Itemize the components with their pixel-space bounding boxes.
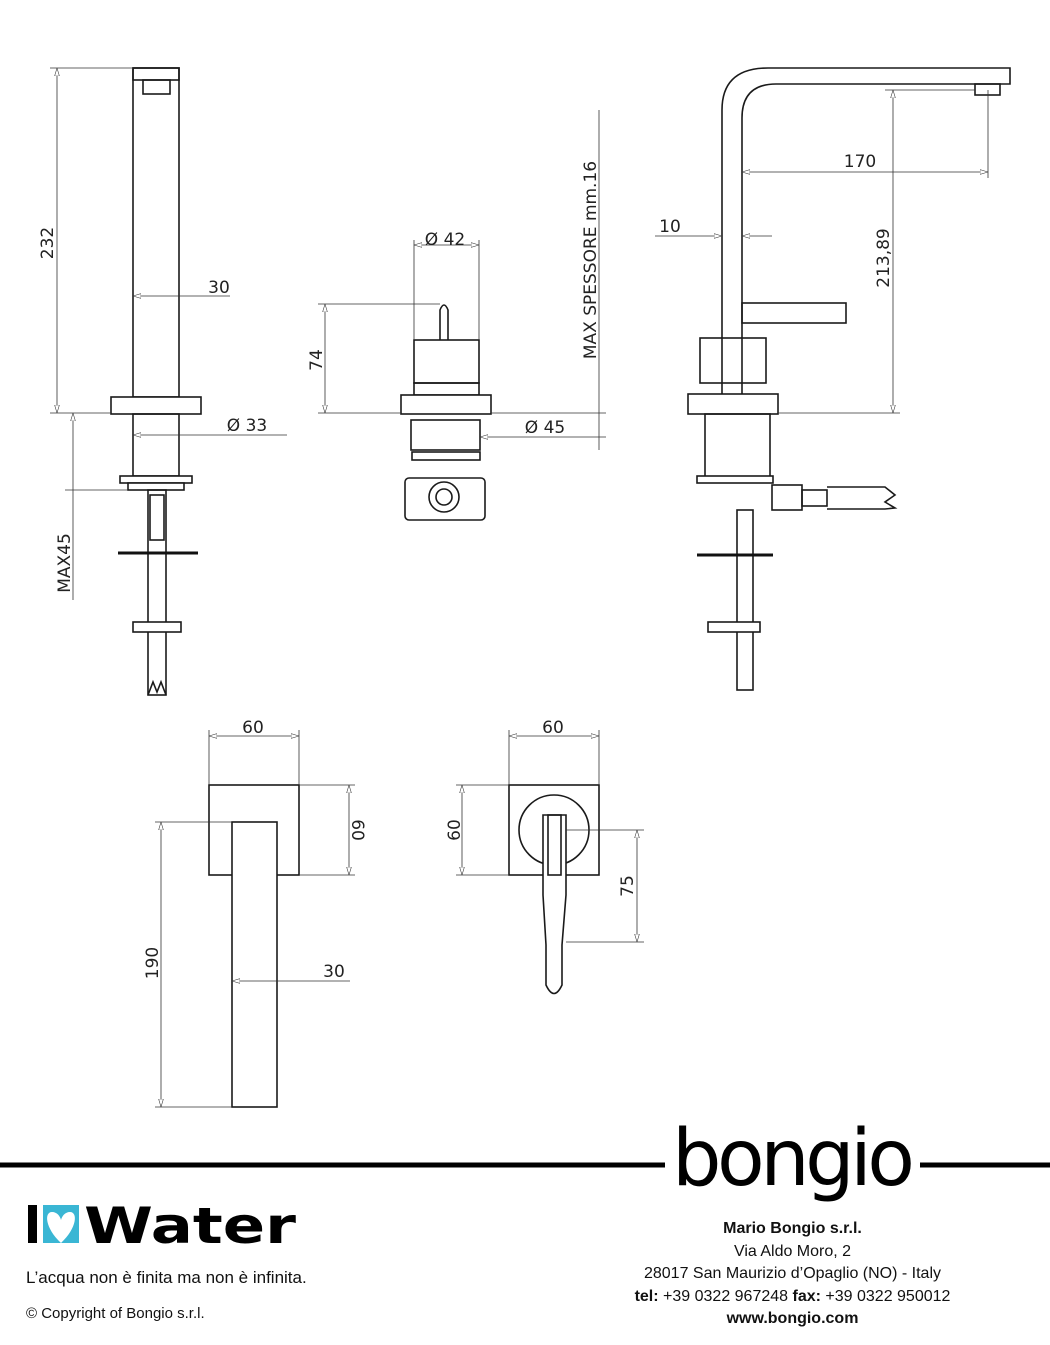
dim-front-base-dia: Ø 33 — [227, 416, 267, 436]
dim-top1-spout-width: 30 — [323, 962, 345, 982]
dim-top2-width: 60 — [542, 718, 564, 738]
side-view: 170 10 213,89 — [655, 67, 1011, 691]
copyright: © Copyright of Bongio s.r.l. — [26, 1305, 205, 1322]
dim-top1-depth: 60 — [347, 819, 367, 841]
city: 28017 San Maurizio d’Opaglio (NO) - Ital… — [643, 1265, 942, 1282]
fax: +39 0322 950012 — [825, 1287, 951, 1305]
mixer-top-view: 60 60 75 — [445, 718, 644, 995]
iowater-logo: Water — [28, 1197, 296, 1255]
tel-label: tel: — [634, 1287, 659, 1305]
dim-side-tube: 10 — [659, 217, 681, 237]
dim-front-height: 232 — [38, 227, 58, 259]
dim-top1-width: 60 — [242, 718, 264, 738]
dim-mixer-base-dia: Ø 45 — [525, 418, 565, 438]
dim-top1-length: 190 — [143, 947, 163, 979]
dim-side-reach: 170 — [844, 152, 876, 172]
dim-front-max: MAX45 — [55, 533, 75, 593]
website-link[interactable]: www.bongio.com — [726, 1310, 859, 1327]
bongio-logo: bongio — [672, 1114, 915, 1204]
dim-top2-lever: 75 — [618, 875, 638, 897]
contact-line: tel: +39 0322 967248 fax: +39 0322 95001… — [590, 1286, 995, 1309]
mixer-view: Ø 42 74 Ø 45 MAX SPESSORE mm.16 — [307, 110, 606, 521]
fax-label: fax: — [792, 1287, 821, 1305]
spout-top-view: 60 60 190 30 — [143, 718, 367, 1108]
company-name: Mario Bongio s.r.l. — [723, 1220, 862, 1237]
company-address: Mario Bongio s.r.l. Via Aldo Moro, 2 280… — [590, 1218, 995, 1331]
dim-front-width: 30 — [208, 278, 230, 298]
svg-text:Water: Water — [84, 1197, 296, 1255]
dim-top2-depth: 60 — [445, 819, 465, 841]
tel[interactable]: +39 0322 967248 — [663, 1287, 789, 1305]
dim-mixer-dia: Ø 42 — [425, 230, 465, 250]
slogan: L’acqua non è finita ma non è infinita. — [26, 1268, 307, 1287]
front-view: 232 30 Ø 33 MAX45 — [38, 67, 287, 696]
max-thickness-note: MAX SPESSORE mm.16 — [581, 161, 601, 359]
dim-mixer-height: 74 — [307, 349, 327, 371]
dim-side-height: 213,89 — [874, 228, 894, 287]
street: Via Aldo Moro, 2 — [733, 1242, 852, 1260]
svg-text:bongio: bongio — [672, 1114, 912, 1204]
